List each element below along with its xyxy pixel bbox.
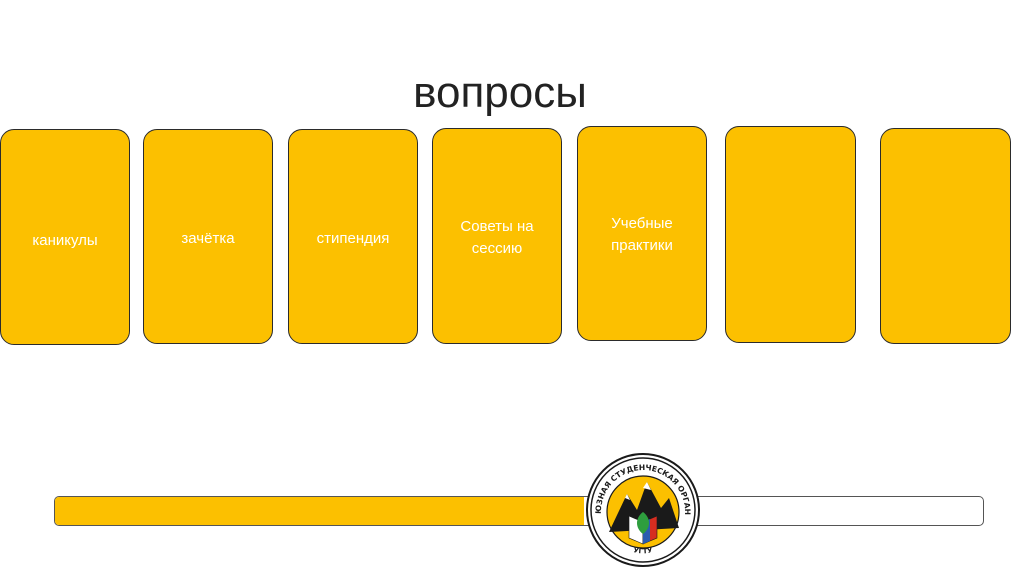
progress-bar-fill — [55, 497, 584, 525]
card-label: зачётка — [181, 230, 235, 247]
card-empty-2[interactable] — [880, 128, 1011, 344]
progress-bar — [54, 496, 984, 526]
card-empty-1[interactable] — [725, 126, 856, 343]
card-kanikuly[interactable]: каникулы — [0, 129, 130, 345]
card-label-line-1: Советы на — [460, 218, 534, 235]
card-stipendiya[interactable]: стипендия — [288, 129, 418, 344]
card-label-line-2: сессию — [471, 240, 523, 257]
card-zachetka[interactable]: зачётка — [143, 129, 273, 344]
card-label: каникулы — [32, 232, 98, 249]
card-uchebnye-praktiki[interactable]: Учебные практики — [577, 126, 707, 341]
card-sovety-na-sessiyu[interactable]: Советы на сессию — [432, 128, 562, 344]
svg-text:УГТУ: УГТУ — [633, 546, 654, 555]
logo-bottom-text: УГТУ — [633, 546, 654, 555]
page-title: вопросы — [413, 68, 587, 117]
card-label-line-2: практики — [611, 237, 673, 254]
organization-logo: ПРОФСОЮЗНАЯ СТУДЕНЧЕСКАЯ ОРГАНИЗАЦИЯ УГТ… — [585, 452, 700, 567]
card-label: стипендия — [316, 230, 390, 247]
card-label-line-1: Учебные — [611, 215, 673, 232]
